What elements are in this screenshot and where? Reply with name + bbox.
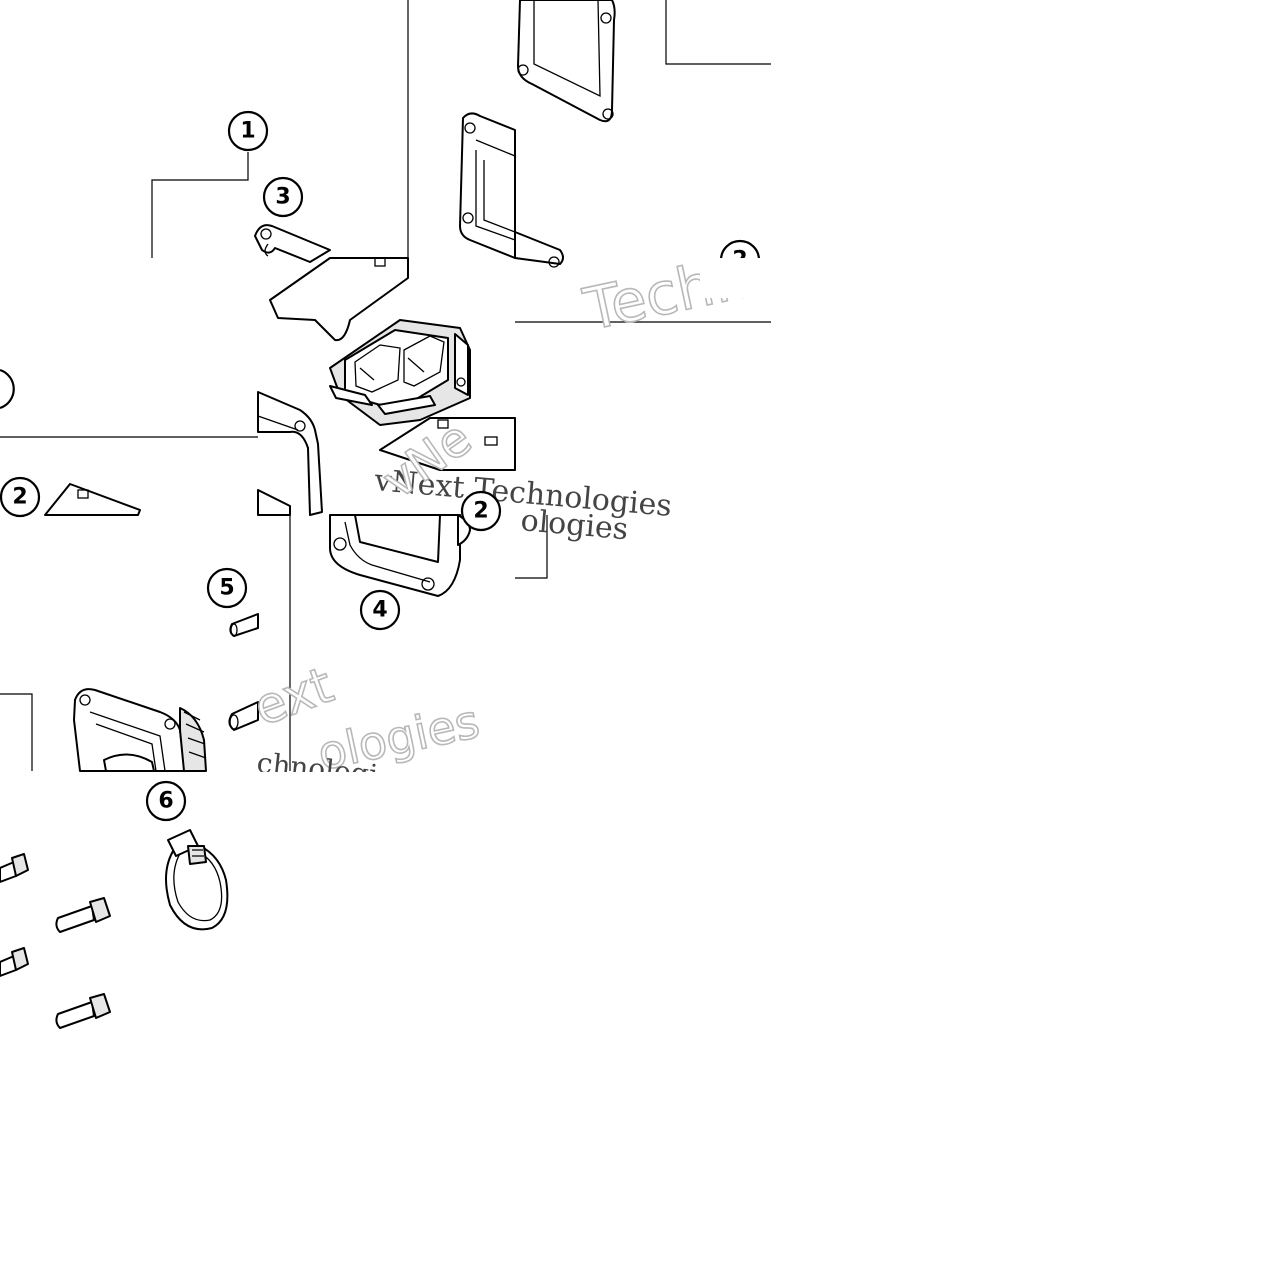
bolt-1	[0, 853, 29, 883]
leader-lines	[0, 0, 771, 771]
bolt-3	[0, 947, 29, 977]
hose-clamp	[165, 829, 229, 931]
reed-petal-upper	[269, 257, 409, 342]
leader-line-1	[151, 152, 249, 258]
intake-manifold-left	[73, 688, 207, 772]
callout-partial-left	[0, 368, 15, 410]
svg-text:2: 2	[12, 485, 27, 510]
leader-line-2b	[515, 515, 548, 579]
reed-cage	[329, 319, 471, 426]
svg-text:2: 2	[473, 499, 488, 524]
callout-6: 6	[145, 780, 187, 822]
leader-line-bottom-left	[0, 693, 33, 771]
reed-petal-lower	[379, 417, 516, 471]
svg-text:1: 1	[240, 119, 255, 144]
svg-text:4: 4	[372, 598, 387, 623]
svg-text:6: 6	[158, 789, 173, 814]
callout-1: 1	[227, 110, 269, 152]
callout-5: 5	[206, 567, 248, 609]
svg-text:3: 3	[275, 185, 290, 210]
intake-manifold-center	[329, 514, 471, 597]
dowel-pins	[228, 613, 259, 731]
gasket-left-partial	[44, 483, 141, 516]
leader-line-top-right	[665, 0, 771, 65]
bolts	[0, 853, 111, 1029]
reed-housing-top	[459, 112, 564, 268]
bolt-4	[55, 993, 111, 1029]
callout-3: 3	[262, 176, 304, 218]
callout-2-center: 2	[460, 490, 502, 532]
reed-block-left	[257, 391, 323, 516]
callout-4: 4	[359, 589, 401, 631]
gasket-3	[254, 224, 331, 263]
callout-2-left: 2	[0, 476, 41, 518]
bolt-2	[55, 897, 111, 933]
svg-text:5: 5	[219, 576, 234, 601]
gasket-top	[517, 0, 616, 123]
